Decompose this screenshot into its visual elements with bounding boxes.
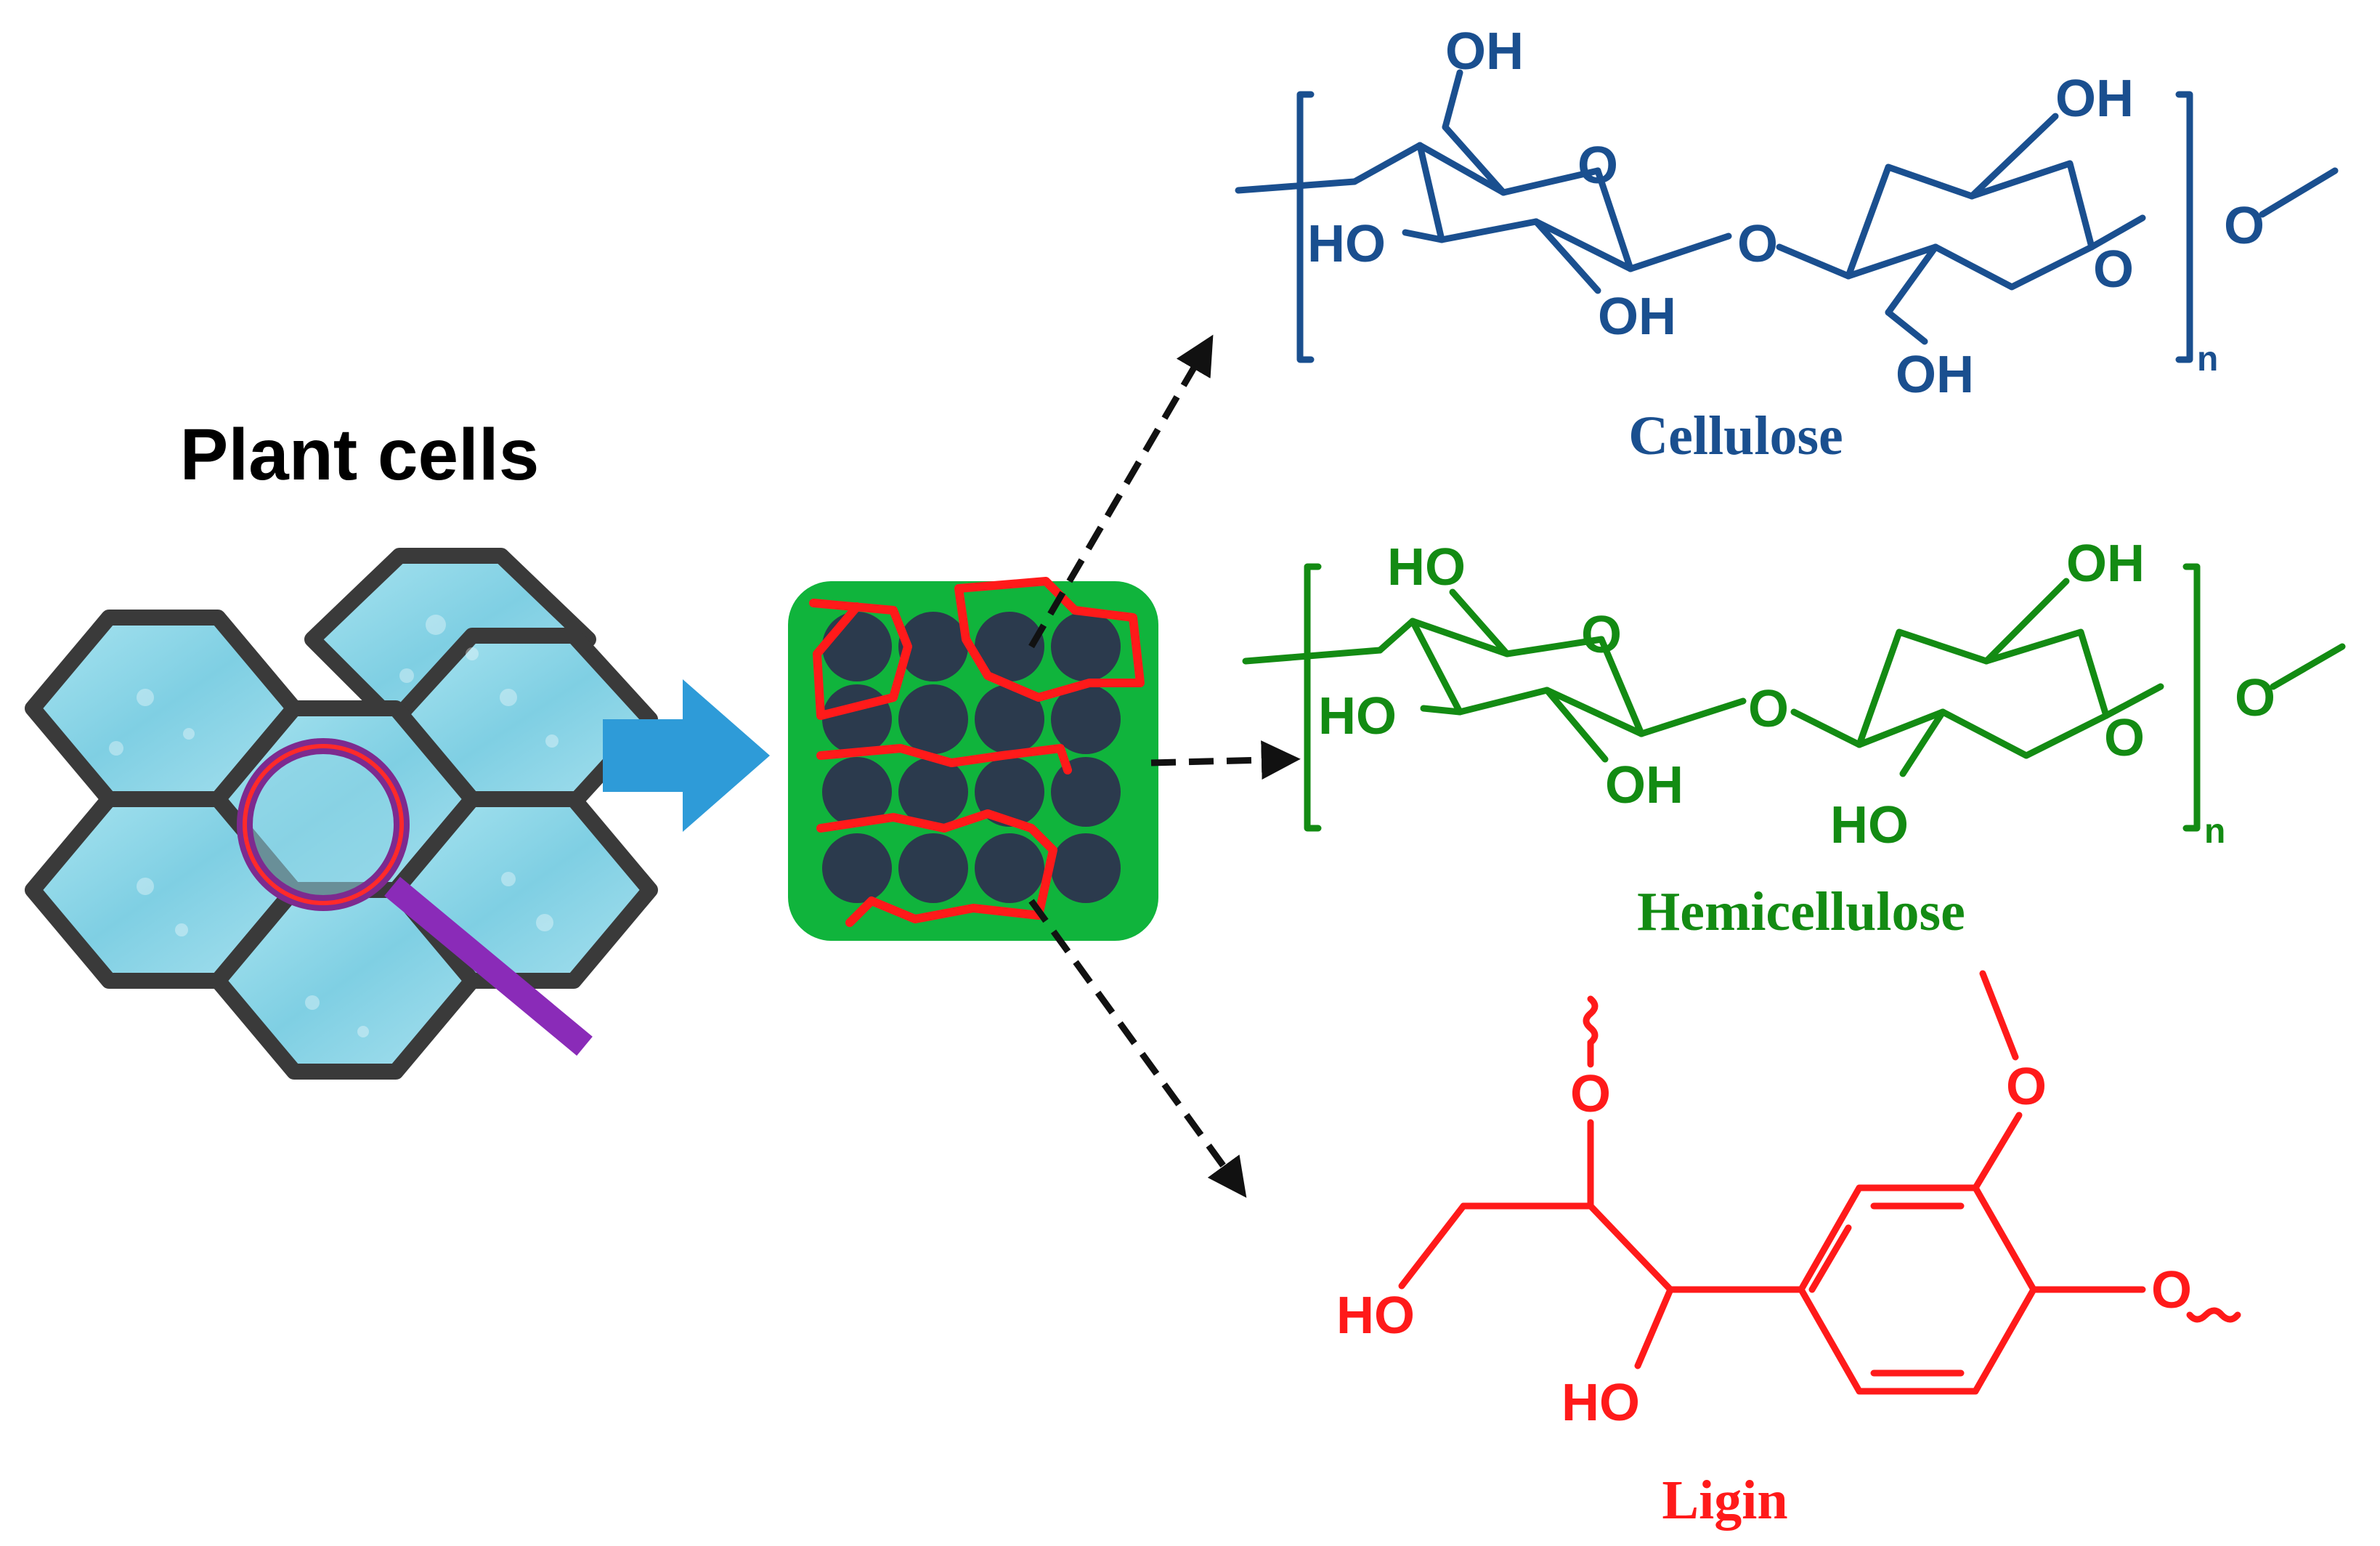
hemi-ring1-o: O bbox=[1581, 606, 1622, 664]
hemi-ho-top: HO bbox=[1387, 538, 1466, 596]
lignin-o-methoxy: O bbox=[2006, 1058, 2047, 1116]
cellulose-ho-left: HO bbox=[1307, 215, 1386, 273]
hemi-ho-bottom: HO bbox=[1830, 796, 1909, 854]
plant-cells-title: Plant cells bbox=[180, 414, 540, 495]
hemi-oh-ring2: OH bbox=[2066, 535, 2145, 593]
lignin-atoms: O HO HO O O bbox=[1336, 1058, 2192, 1432]
cellulose-terminal-o: O bbox=[2224, 197, 2265, 255]
cellulose-atoms: OH O HO OH O OH O OH O n bbox=[1307, 23, 2265, 404]
cell-texture bbox=[109, 615, 559, 1037]
cellulose-bridge-o: O bbox=[1737, 215, 1778, 273]
arrow-to-hemicellulose bbox=[1150, 740, 1301, 780]
dashed-arrows bbox=[1028, 334, 1301, 1198]
plant-cell-honeycomb bbox=[25, 548, 658, 1080]
arrow-to-lignin bbox=[1028, 899, 1247, 1198]
cellulose-ring1-o: O bbox=[1577, 137, 1618, 195]
lignin-o-right: O bbox=[2151, 1261, 2192, 1319]
arrow-to-cellulose bbox=[1028, 334, 1214, 649]
lignin-structure bbox=[1398, 970, 2241, 1395]
hemicellulose-label: Hemicellulose bbox=[1637, 881, 1965, 942]
cellulose-n: n bbox=[2197, 340, 2218, 379]
lignin-ho-left: HO bbox=[1336, 1287, 1415, 1345]
cellulose-oh-bottom: OH bbox=[1896, 346, 1974, 404]
hemi-n: n bbox=[2204, 812, 2225, 851]
cellulose-oh-ring1: OH bbox=[1598, 288, 1676, 346]
hemi-ring2-o: O bbox=[2104, 709, 2145, 767]
cellulose-label: Cellulose bbox=[1628, 405, 1843, 466]
hemicellulose-structure bbox=[1242, 563, 2346, 832]
lignocellulose-matrix bbox=[788, 577, 1158, 941]
cellulose-ring2-o: O bbox=[2093, 240, 2134, 299]
lignin-label: Ligin bbox=[1662, 1470, 1787, 1531]
lignin-o-top: O bbox=[1570, 1065, 1611, 1123]
hemi-oh-ring1: OH bbox=[1605, 756, 1684, 814]
hemicellulose-atoms: HO O HO OH O OH O HO O n bbox=[1318, 535, 2275, 854]
cellulose-oh-top: OH bbox=[1445, 23, 1524, 81]
cellulose-structure bbox=[1235, 69, 2339, 363]
hemi-ho-left: HO bbox=[1318, 687, 1397, 745]
cellulose-oh-ring2: OH bbox=[2055, 70, 2134, 128]
block-arrow-icon bbox=[603, 679, 770, 832]
lignin-ho-bottom: HO bbox=[1561, 1374, 1640, 1432]
magnifier-icon bbox=[237, 738, 593, 1056]
hemi-terminal-o: O bbox=[2235, 669, 2275, 727]
cellulose-fibrils bbox=[822, 612, 1121, 903]
hemi-bridge-o: O bbox=[1748, 680, 1789, 738]
